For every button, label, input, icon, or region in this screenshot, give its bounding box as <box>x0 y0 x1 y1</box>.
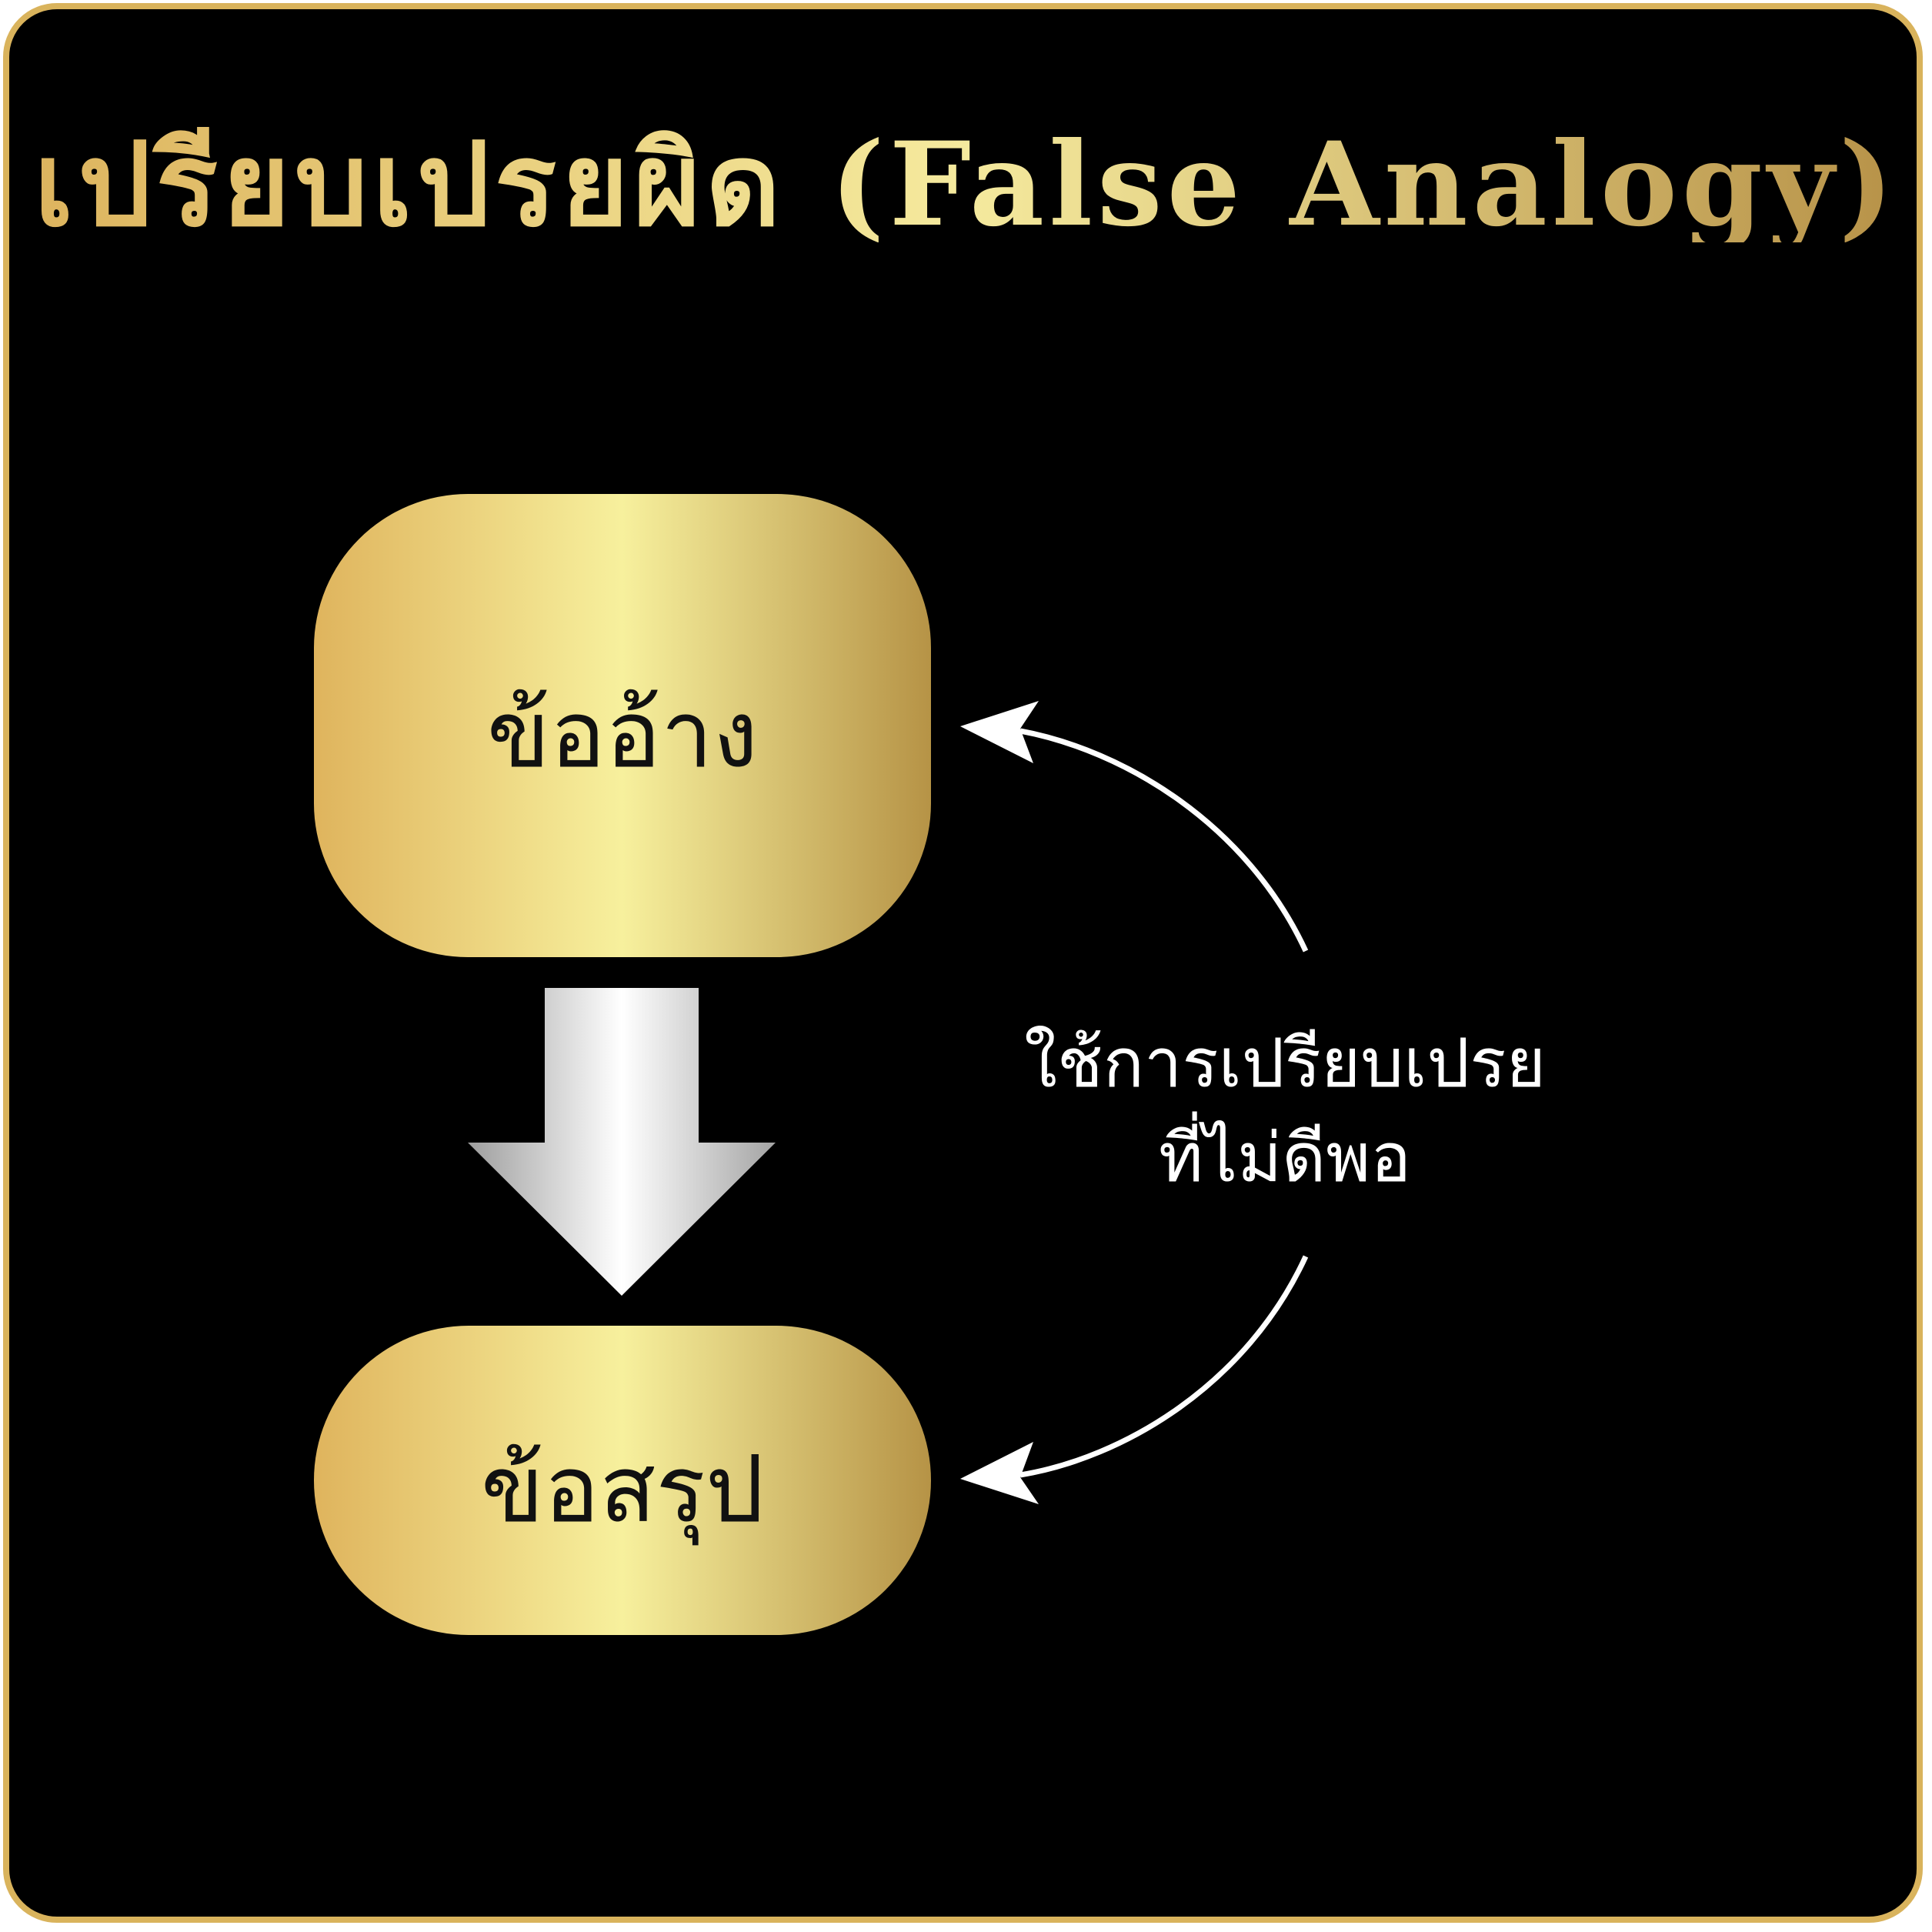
upper-arrowhead <box>960 701 1039 763</box>
note-line-2: ที่ไม่ดีพอ <box>1158 1118 1412 1198</box>
note-line-1: ใช้การเปรียบเปรย <box>1023 1023 1547 1103</box>
lower-arrowhead <box>960 1442 1039 1504</box>
analogy-note: ใช้การเปรียบเปรย ที่ไม่ดีพอ <box>993 1016 1577 1205</box>
diagram-frame <box>3 3 1923 1923</box>
upper-curved-arrow-line <box>1019 728 1309 953</box>
conclusion-label: ข้อสรุป <box>481 1436 764 1543</box>
conclusion-box: ข้อสรุป <box>314 1326 931 1635</box>
premise-box: ข้ออ้าง <box>314 494 931 957</box>
lower-curved-arrow-line <box>1019 1255 1309 1478</box>
down-arrow <box>468 988 776 1296</box>
diagram-title: เปรียบเปรยผิด (False Analogy) <box>0 127 1932 242</box>
premise-label: ข้ออ้าง <box>486 681 759 789</box>
